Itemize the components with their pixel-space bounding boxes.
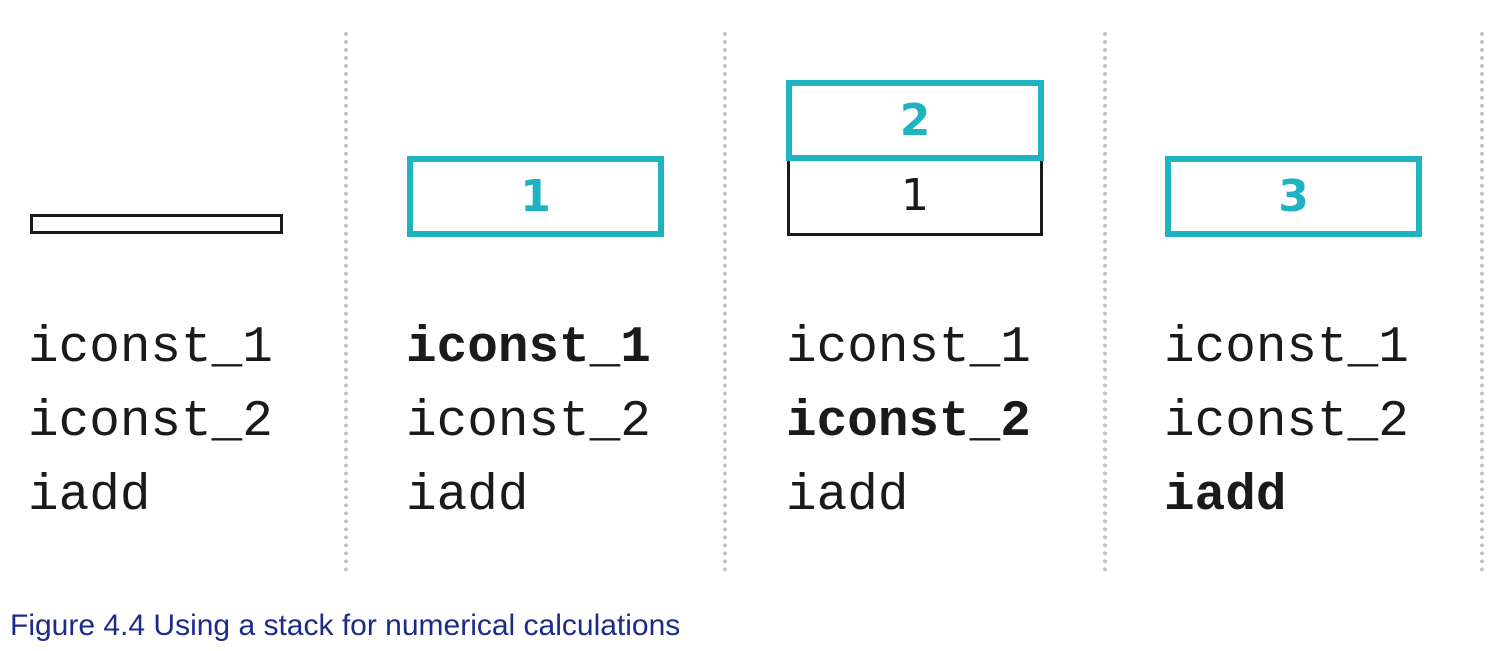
stack-cell-top: 2: [786, 80, 1044, 161]
panel-divider: [1103, 32, 1107, 572]
figure-caption: Figure 4.4 Using a stack for numerical c…: [10, 609, 681, 642]
panel-divider: [1480, 32, 1484, 572]
code-line: iconst_2: [406, 394, 651, 451]
panel-divider: [723, 32, 727, 572]
code-line-active: iconst_2: [786, 394, 1031, 451]
code-line: iadd: [406, 468, 529, 525]
code-line: iconst_1: [1164, 320, 1409, 377]
stack-cell-top: 1: [407, 156, 664, 237]
code-line: iadd: [786, 468, 909, 525]
stack-cell-top: 3: [1165, 156, 1422, 237]
empty-stack: [30, 214, 283, 234]
panel-divider: [344, 32, 348, 572]
stack-cell-bottom: 1: [787, 156, 1043, 236]
code-line: iconst_2: [28, 394, 273, 451]
code-line: iconst_1: [786, 320, 1031, 377]
code-line: iconst_2: [1164, 394, 1409, 451]
code-line: iconst_1: [28, 320, 273, 377]
code-line-active: iconst_1: [406, 320, 651, 377]
code-line-active: iadd: [1164, 468, 1287, 525]
code-line: iadd: [28, 468, 151, 525]
